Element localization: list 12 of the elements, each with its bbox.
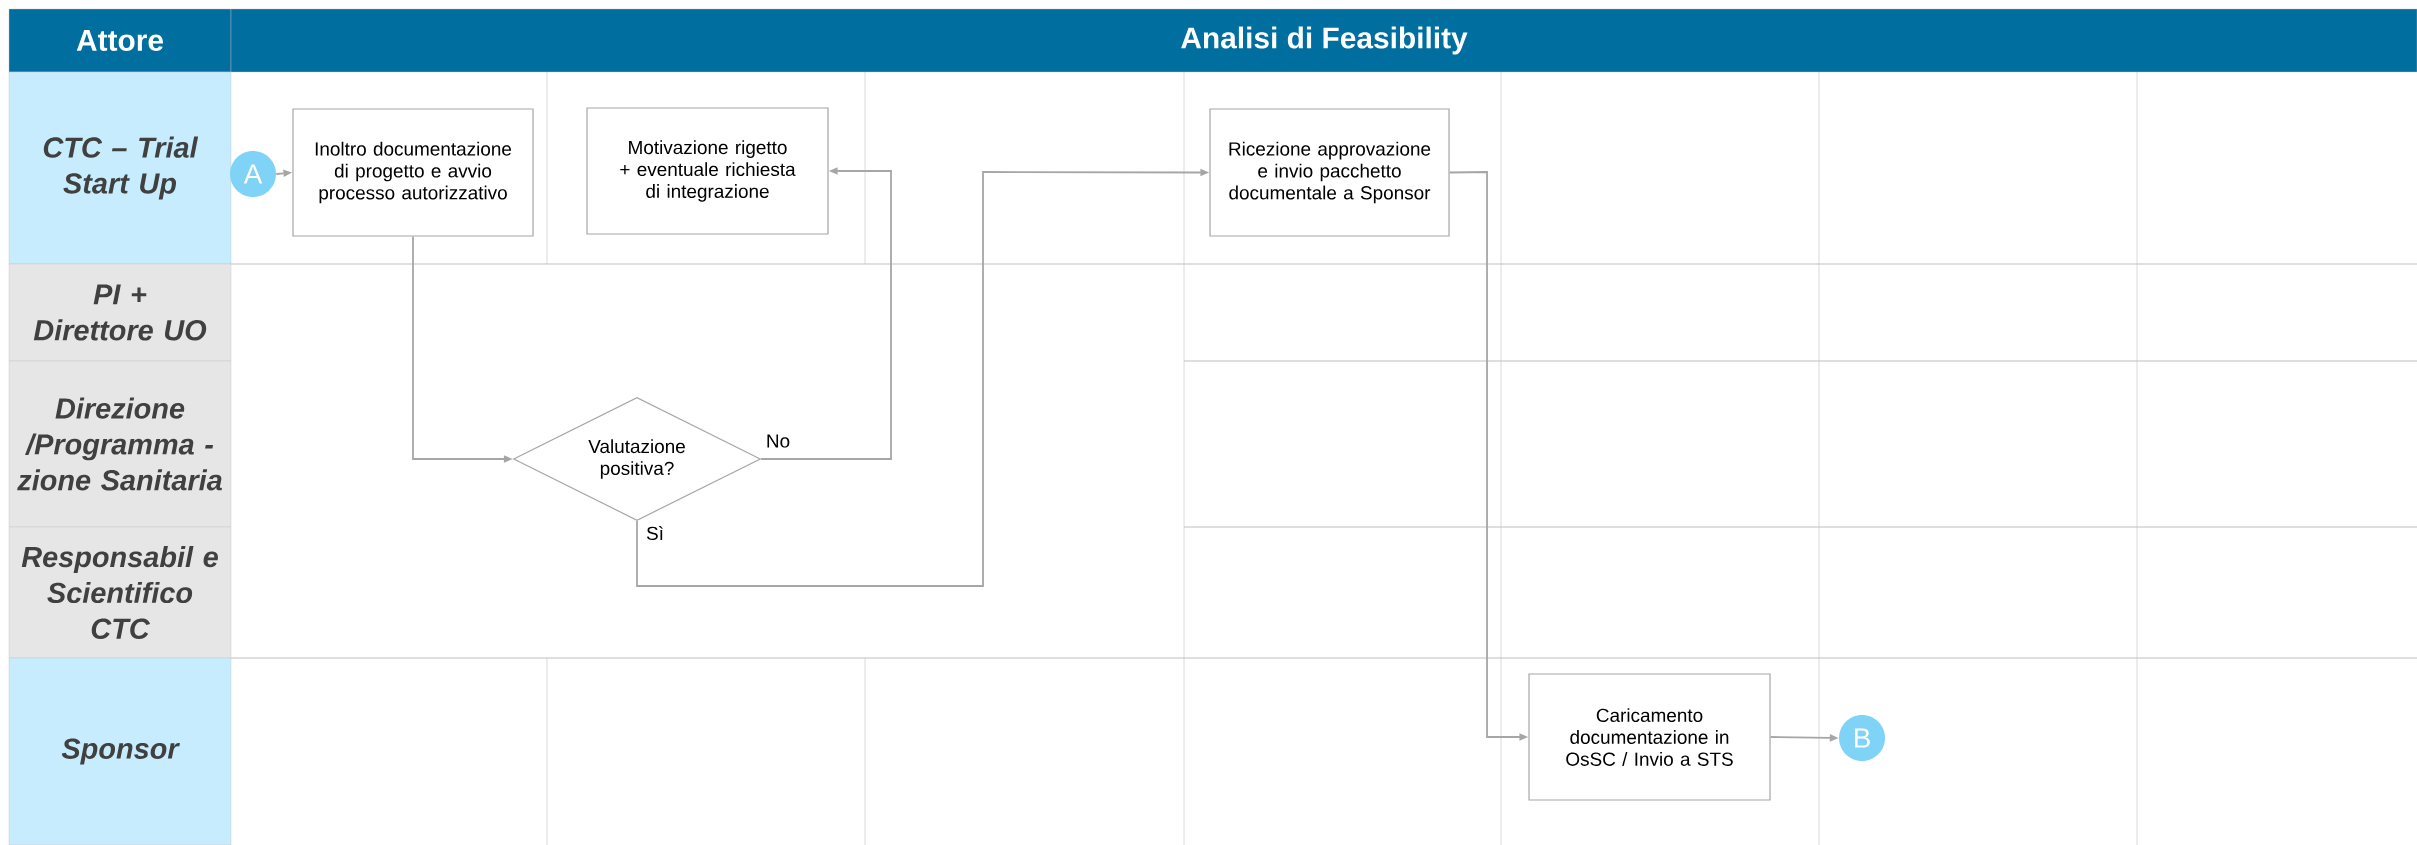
actor-cell: Responsabil e Scientifico CTC	[8, 526, 232, 659]
edge-label: No	[764, 433, 792, 449]
actor-cell: PI + Direttore UO	[8, 263, 232, 362]
process-box: Caricamento documentazione in OsSC / Invio a STS	[1528, 673, 1771, 801]
process-box: Inoltro documentazione di progetto e avvio processo autorizzativo	[292, 108, 534, 237]
actor-cell: CTC – Trial Start Up	[8, 71, 232, 265]
actor-cell: Direzione /Programma -zione Sanitaria	[8, 360, 232, 528]
actor-cell: Sponsor	[8, 657, 232, 845]
process-box: Ricezione approvazione e invio pacchetto documentale a Sponsor	[1209, 108, 1450, 237]
arrow	[760, 167, 892, 460]
header-cell: Attore	[8, 8, 232, 73]
process-box: Motivazione rigetto + eventuale richiesta di integrazione	[586, 107, 829, 235]
